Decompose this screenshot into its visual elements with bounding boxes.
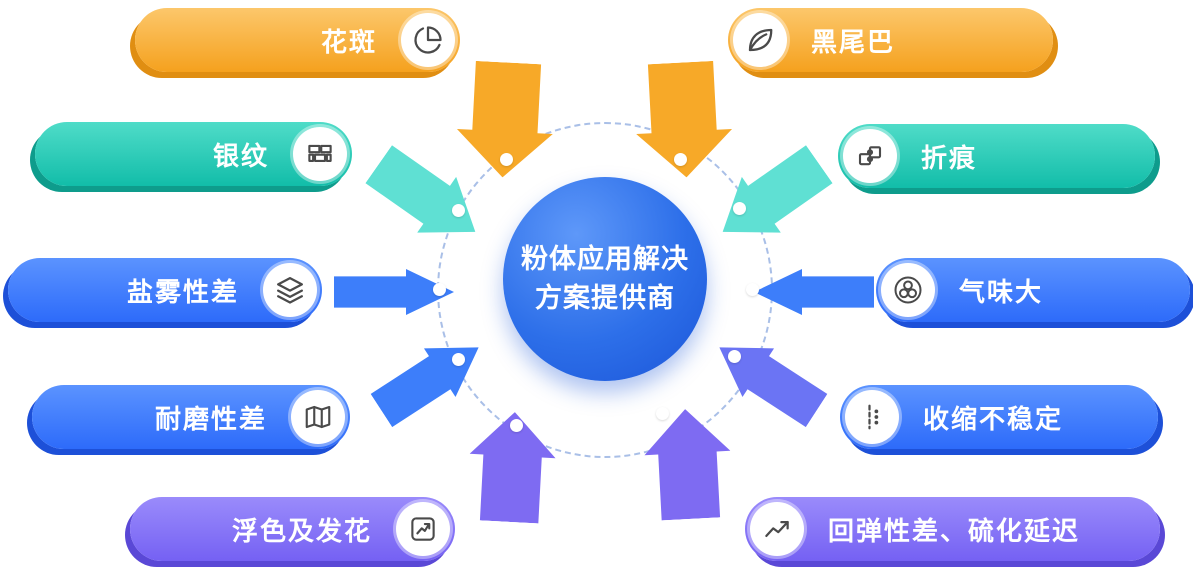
- arrow-dot: [674, 153, 687, 166]
- pill-label: 盐雾性差: [126, 276, 239, 307]
- pill-label: 气味大: [959, 276, 1044, 307]
- arrow-dot: [746, 283, 759, 296]
- problem-pill-heiweiba: 黑尾巴: [728, 8, 1053, 72]
- problem-pill-huitan: 回弹性差、硫化延迟: [745, 497, 1160, 561]
- center-title-line2: 方案提供商: [535, 283, 675, 313]
- problem-pill-zhehen: 折痕: [838, 124, 1155, 188]
- pill-label: 收缩不稳定: [923, 403, 1064, 434]
- pill-label: 黑尾巴: [811, 26, 896, 57]
- arrow-dot: [500, 153, 513, 166]
- problem-pill-yanwu: 盐雾性差: [8, 258, 322, 322]
- pill-label: 回弹性差、硫化延迟: [828, 515, 1081, 546]
- arrow-dot: [728, 350, 741, 363]
- trend-icon: [396, 502, 450, 556]
- pill-label: 折痕: [921, 142, 978, 173]
- pie-chart-icon: [401, 13, 455, 67]
- problem-pill-huaban: 花斑: [135, 8, 460, 72]
- arrow-dot: [510, 419, 523, 432]
- chart-icon: [750, 502, 804, 556]
- bricks-icon: [293, 127, 347, 181]
- center-circle: 粉体应用解决 方案提供商: [503, 177, 707, 381]
- arrow-dot: [452, 353, 465, 366]
- problem-pill-shousuo: 收缩不稳定: [840, 385, 1158, 449]
- shrink-icon: [845, 390, 899, 444]
- problem-pill-qiwei: 气味大: [876, 258, 1190, 322]
- problem-pill-fuse: 浮色及发花: [130, 497, 455, 561]
- arrow-dot: [656, 407, 669, 420]
- map-icon: [291, 390, 345, 444]
- problem-pill-naimo: 耐磨性差: [32, 385, 350, 449]
- arrow-dot: [733, 202, 746, 215]
- pill-label: 银纹: [212, 140, 269, 171]
- problem-pill-yinwen: 银纹: [35, 122, 352, 186]
- layers-icon: [263, 263, 317, 317]
- pill-label: 花斑: [320, 26, 377, 57]
- molecules-icon: [881, 263, 935, 317]
- pill-label: 浮色及发花: [231, 515, 372, 546]
- center-title-line1: 粉体应用解决: [521, 243, 689, 274]
- arrow-dot: [433, 283, 446, 296]
- arrow-dot: [452, 204, 465, 217]
- puzzle-icon: [843, 129, 897, 183]
- pill-label: 耐磨性差: [154, 403, 267, 434]
- leaf-icon: [733, 13, 787, 67]
